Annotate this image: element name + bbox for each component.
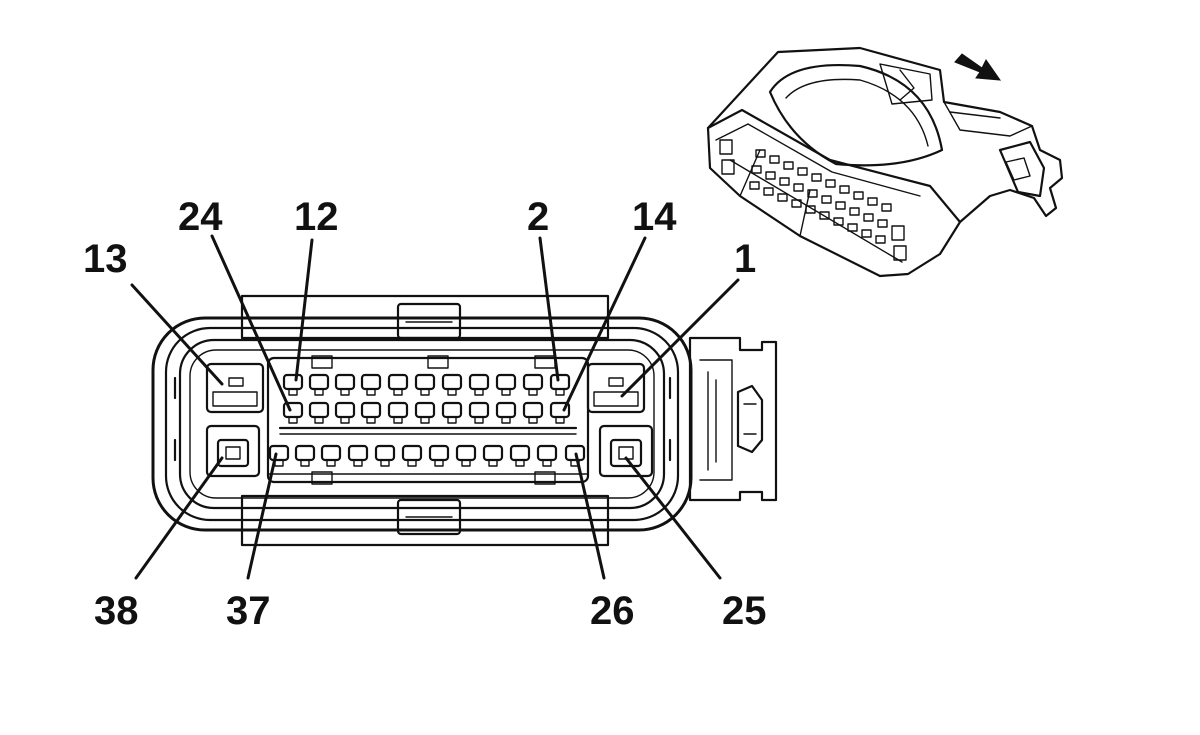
connector-isometric-view [706,46,1064,278]
pin-label-38: 38 [94,589,139,633]
pin-label-14: 14 [632,195,677,239]
pin-row-top [282,373,571,396]
leader-lines [130,234,740,580]
isometric-pin-field [719,139,907,261]
pin-row-bottom [268,444,586,467]
pin-label-13: 13 [83,237,128,281]
pin-label-2: 2 [527,195,549,239]
side-cavity-25 [598,424,654,478]
pin-label-24: 24 [178,195,223,239]
pin-label-1: 1 [734,237,756,281]
side-cavity-1 [586,362,646,414]
pin-label-12: 12 [294,195,339,239]
pin-label-37: 37 [226,589,271,633]
connector-face [151,294,778,547]
direction-arrow-icon [954,53,1002,81]
side-cavity-38 [205,424,261,478]
pin-row-middle [282,401,571,424]
pin-label-25: 25 [722,589,767,633]
pin-label-26: 26 [590,589,635,633]
locking-latch [688,336,778,502]
side-cavity-13 [205,362,265,414]
pin-labels: 13 24 12 2 14 1 38 37 26 25 [83,195,767,633]
